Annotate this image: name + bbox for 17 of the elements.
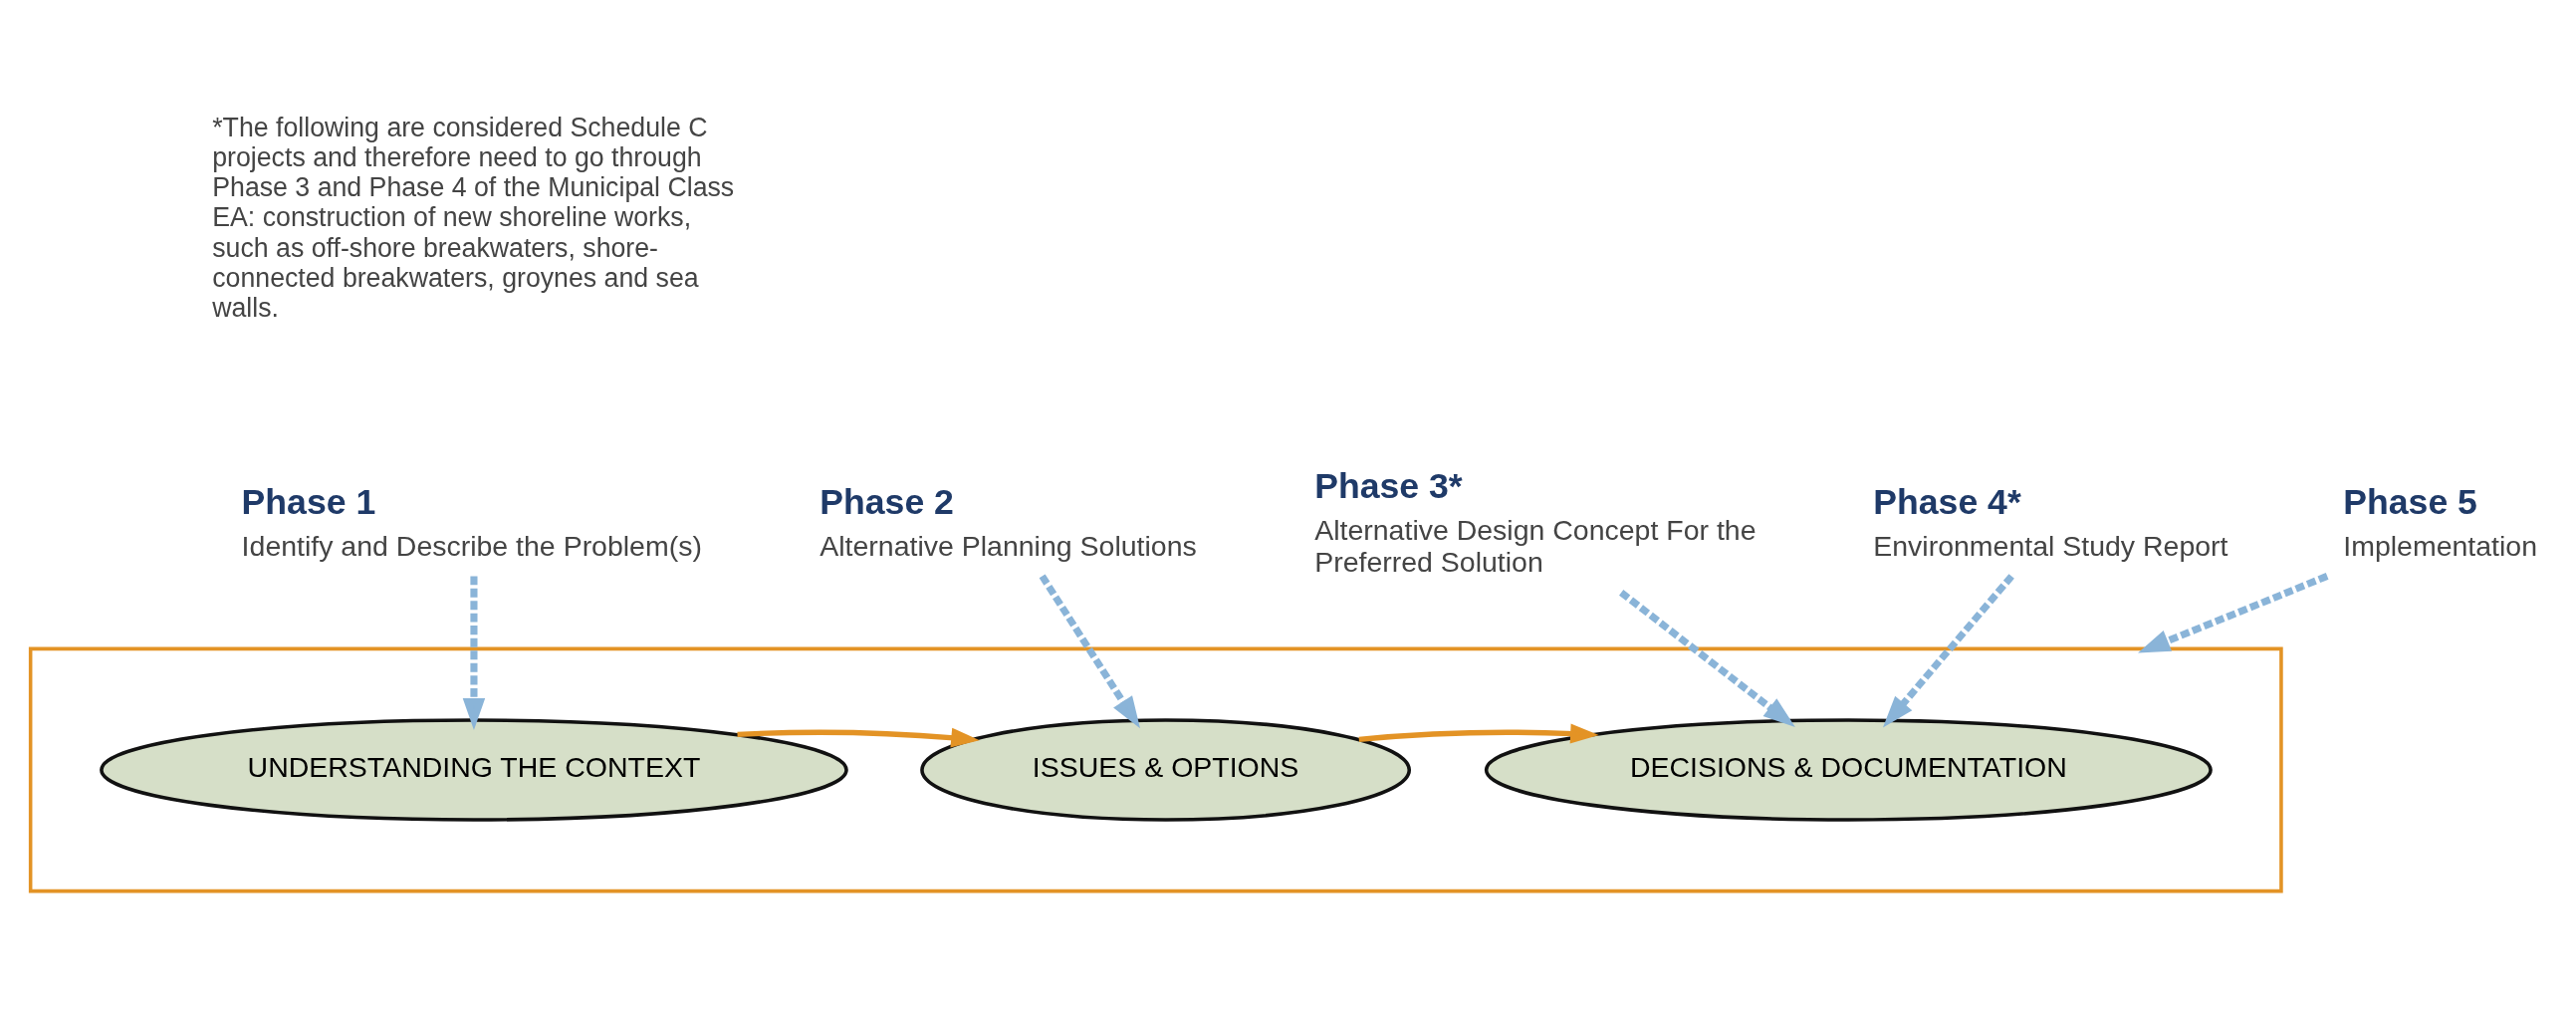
node-text: Phase 1 Identify and Describe the Problem(s)	[241, 482, 702, 563]
node-text: Phase 2 Alternative Planning Solutions	[820, 482, 1197, 563]
node-text: Phase 4* Environmental Study Report	[1873, 482, 2228, 563]
node-text: Phase 3* Alternative Design Concept For the Preferred Solution	[1314, 465, 1756, 579]
node-ellipse: DECISIONS & DOCUMENTATION	[1484, 718, 2213, 822]
arrow	[737, 727, 980, 748]
label: *The following are considered Schedule C projects and therefore need to go through Phase 3 and Phase 4 of the Municipal Class EA: construction of new shoreline works, such as off-shore breakwaters, shore-connected breakwaters, groynes and sea walls.	[212, 112, 735, 324]
node-ellipse: UNDERSTANDING THE CONTEXT	[100, 718, 848, 822]
arrow	[1882, 574, 2014, 728]
arrow	[2138, 573, 2329, 653]
cluster	[28, 646, 2283, 893]
node-text: Phase 5 Implementation	[2343, 482, 2538, 563]
arrow	[1358, 723, 1599, 744]
arrow	[1039, 574, 1140, 729]
arrow	[1619, 590, 1795, 727]
arrow	[462, 576, 486, 731]
node-ellipse: ISSUES & OPTIONS	[920, 718, 1412, 822]
